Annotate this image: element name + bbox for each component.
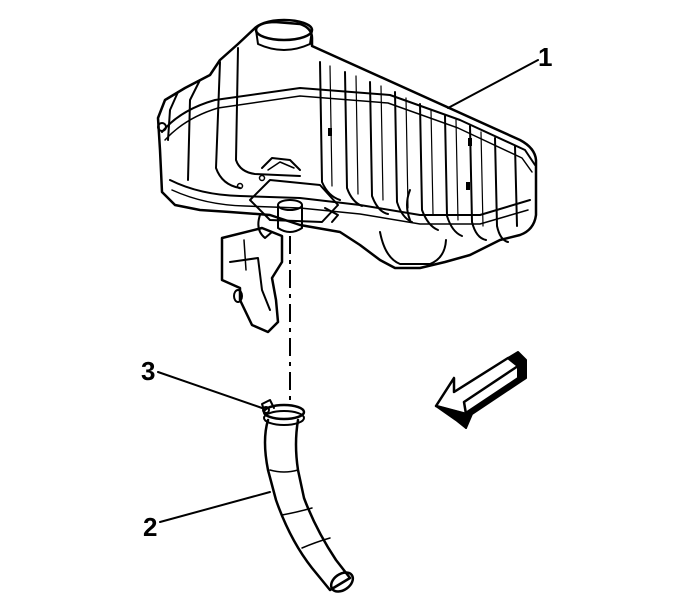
leader-line-1 — [447, 59, 539, 109]
hose-clamp — [261, 399, 306, 426]
coolant-reservoir-tank — [156, 18, 538, 270]
mounting-bracket — [220, 226, 284, 334]
leader-line-2 — [159, 491, 271, 523]
callout-1: 1 — [538, 42, 553, 72]
coolant-hose — [263, 418, 355, 593]
callout-2: 2 — [143, 512, 158, 542]
direction-arrow-icon — [434, 351, 527, 429]
leader-line-3 — [157, 371, 263, 409]
callout-3: 3 — [141, 356, 156, 386]
